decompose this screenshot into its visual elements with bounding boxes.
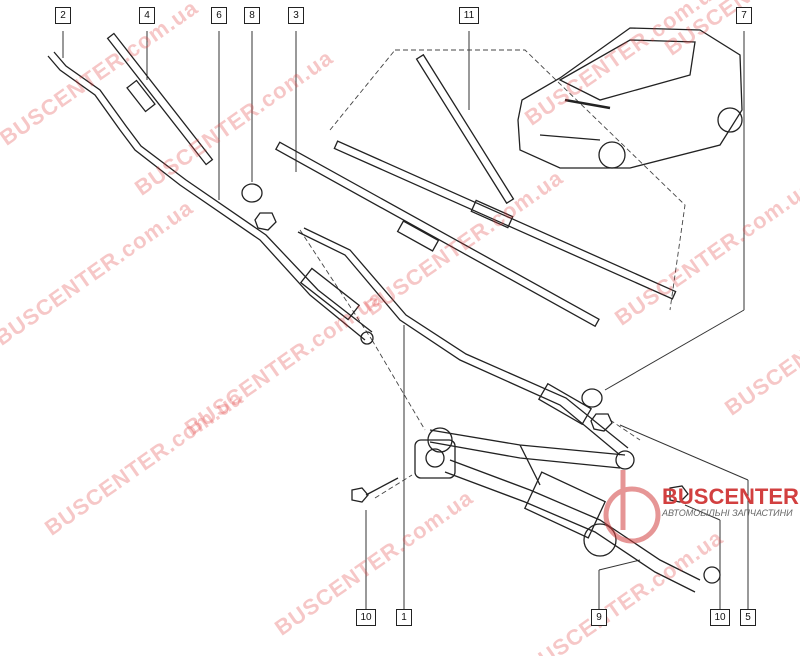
callout-7: 7 bbox=[736, 7, 752, 24]
cap-8 bbox=[241, 183, 263, 203]
wiper-blade-4 bbox=[106, 32, 214, 166]
callout-10: 10 bbox=[356, 609, 376, 626]
callout-11: 11 bbox=[459, 7, 479, 24]
logo: BUSCENTER АВТОМОБІЛЬНІ ЗАПЧАСТИНИ bbox=[662, 484, 799, 518]
logo-mark bbox=[603, 470, 661, 544]
callout-6: 6 bbox=[211, 7, 227, 24]
callout-2: 2 bbox=[55, 7, 71, 24]
logo-text: BUSCENTER bbox=[662, 484, 799, 509]
callout-8: 8 bbox=[244, 7, 260, 24]
wiper-blade-3 bbox=[274, 141, 600, 328]
callout-4: 4 bbox=[139, 7, 155, 24]
callout-5: 5 bbox=[740, 609, 756, 626]
callout-10b: 10 bbox=[710, 609, 730, 626]
nut-5 bbox=[590, 413, 613, 432]
callout-1: 1 bbox=[396, 609, 412, 626]
nut-6 bbox=[254, 212, 277, 231]
bolt-10 bbox=[351, 477, 399, 503]
wiper-arm-1 bbox=[297, 227, 629, 456]
wiper-linkage-9 bbox=[427, 427, 721, 593]
wiper-arm-2 bbox=[47, 51, 374, 345]
leader-lines bbox=[62, 31, 749, 617]
wiper-blade-11 bbox=[333, 53, 677, 300]
callout-9: 9 bbox=[591, 609, 607, 626]
guide-lines bbox=[299, 49, 686, 499]
cap-7 bbox=[581, 388, 603, 408]
car-illustration bbox=[517, 27, 743, 169]
bolt-10b bbox=[669, 485, 689, 503]
logo-subtitle: АВТОМОБІЛЬНІ ЗАПЧАСТИНИ bbox=[662, 508, 793, 518]
wiper-motor bbox=[414, 439, 456, 479]
callout-3: 3 bbox=[288, 7, 304, 24]
